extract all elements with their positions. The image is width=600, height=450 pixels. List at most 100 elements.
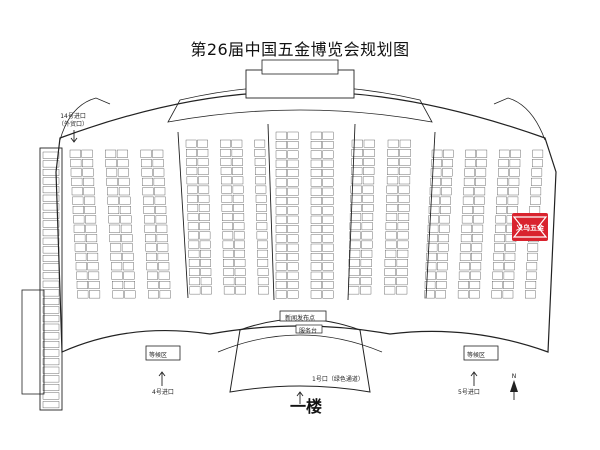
booth xyxy=(121,243,133,252)
booth xyxy=(42,160,60,168)
booth xyxy=(310,243,322,252)
booth xyxy=(275,197,287,205)
booth xyxy=(527,243,539,252)
booth xyxy=(464,159,476,168)
booth xyxy=(42,280,60,288)
booth xyxy=(234,240,245,249)
booth xyxy=(287,271,299,280)
booth xyxy=(348,286,360,295)
booth xyxy=(310,178,322,187)
booth xyxy=(473,215,484,224)
booth xyxy=(349,222,361,231)
booth xyxy=(222,249,234,258)
booth xyxy=(257,277,269,286)
booth xyxy=(441,187,452,196)
booth xyxy=(287,159,299,168)
booth xyxy=(350,194,362,203)
gate-1-label: 1号口（绿色通道） xyxy=(312,376,364,383)
booth xyxy=(200,277,212,286)
booth xyxy=(70,168,82,177)
booth xyxy=(429,196,440,205)
booth xyxy=(74,234,86,243)
booth xyxy=(322,271,334,280)
booth xyxy=(142,187,154,196)
booth xyxy=(527,252,538,261)
booth xyxy=(254,158,266,166)
booth xyxy=(233,213,245,221)
booth xyxy=(257,249,268,258)
booth xyxy=(152,159,164,168)
gate-4-label: 4号进口 xyxy=(152,389,174,396)
booth xyxy=(435,290,446,299)
booth xyxy=(73,224,85,233)
booth xyxy=(124,290,136,299)
booth xyxy=(495,215,506,224)
booth xyxy=(89,290,101,299)
booth xyxy=(385,231,397,240)
booth xyxy=(398,194,410,203)
booth xyxy=(508,177,520,186)
booth xyxy=(439,215,450,224)
booth xyxy=(493,252,504,261)
booth xyxy=(159,281,171,289)
booth xyxy=(42,212,60,219)
booth xyxy=(399,167,411,175)
booth xyxy=(111,262,123,271)
booth xyxy=(350,185,362,194)
booth xyxy=(121,234,133,243)
booth xyxy=(386,194,398,203)
booth xyxy=(232,176,244,185)
booth xyxy=(425,262,437,271)
booth xyxy=(458,281,469,289)
booth xyxy=(42,315,60,323)
booth xyxy=(349,213,362,221)
booth xyxy=(430,168,442,177)
booth xyxy=(530,187,542,196)
booth xyxy=(256,204,267,212)
booth xyxy=(310,281,322,289)
booth xyxy=(469,281,481,289)
booth xyxy=(476,159,487,168)
booth xyxy=(42,194,60,202)
booth xyxy=(362,204,374,212)
booth xyxy=(460,234,472,243)
booth xyxy=(494,243,505,252)
booth xyxy=(72,206,84,214)
booth xyxy=(42,375,60,383)
gate-14-line2: （外贸口） xyxy=(58,121,89,128)
booth xyxy=(76,271,88,280)
gate-1-arrow xyxy=(296,391,304,404)
booth xyxy=(470,262,482,271)
booth xyxy=(106,177,118,186)
booth xyxy=(322,150,334,159)
waiting-area-left-label: 等候区 xyxy=(149,352,168,359)
booth xyxy=(257,268,269,276)
booth xyxy=(275,225,287,233)
booth xyxy=(275,271,287,280)
booth xyxy=(189,286,201,295)
booth xyxy=(42,229,60,237)
booth xyxy=(82,159,94,168)
booth xyxy=(42,237,60,245)
gate-4-arrow xyxy=(158,371,166,386)
booth xyxy=(387,158,399,166)
booth xyxy=(396,259,408,267)
booth xyxy=(322,243,334,252)
booth xyxy=(275,206,287,215)
booth xyxy=(83,177,95,186)
booth xyxy=(187,185,198,194)
booth xyxy=(287,215,299,224)
booth xyxy=(158,262,170,271)
booth xyxy=(503,271,515,280)
booth xyxy=(275,234,287,243)
booth xyxy=(310,131,322,140)
booth xyxy=(108,215,120,224)
gate-14-label: 14号进口 （外贸口） xyxy=(58,113,88,129)
booth xyxy=(474,196,485,205)
booth xyxy=(363,167,375,175)
booth xyxy=(322,178,334,187)
booth xyxy=(108,206,120,214)
booth xyxy=(310,271,322,280)
booth xyxy=(360,286,372,295)
booth xyxy=(310,225,322,233)
